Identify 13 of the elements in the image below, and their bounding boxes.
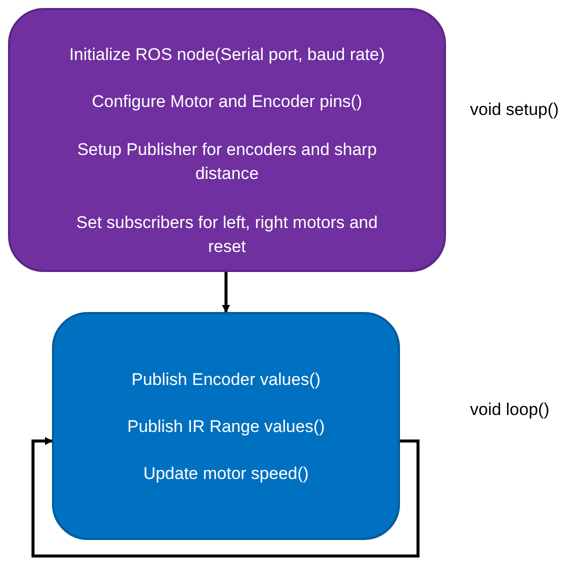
function-label: void loop() (470, 400, 550, 420)
step-text: Set subscribers for left, right motors and reset (75, 212, 379, 258)
step-text: Publish IR Range values() (126, 416, 326, 438)
step-text: Setup Publisher for encoders and sharp distance (76, 139, 378, 185)
step-text: Initialize ROS node(Serial port, baud rate) (68, 44, 386, 66)
arrow (32, 437, 420, 558)
process-box (52, 312, 400, 540)
process-box (8, 8, 446, 272)
step-text: Configure Motor and Encoder pins() (90, 91, 364, 113)
arrow (222, 272, 230, 313)
function-label: void setup() (470, 100, 559, 120)
step-text: Publish Encoder values() (130, 369, 322, 391)
step-text: Update motor speed() (142, 463, 310, 485)
